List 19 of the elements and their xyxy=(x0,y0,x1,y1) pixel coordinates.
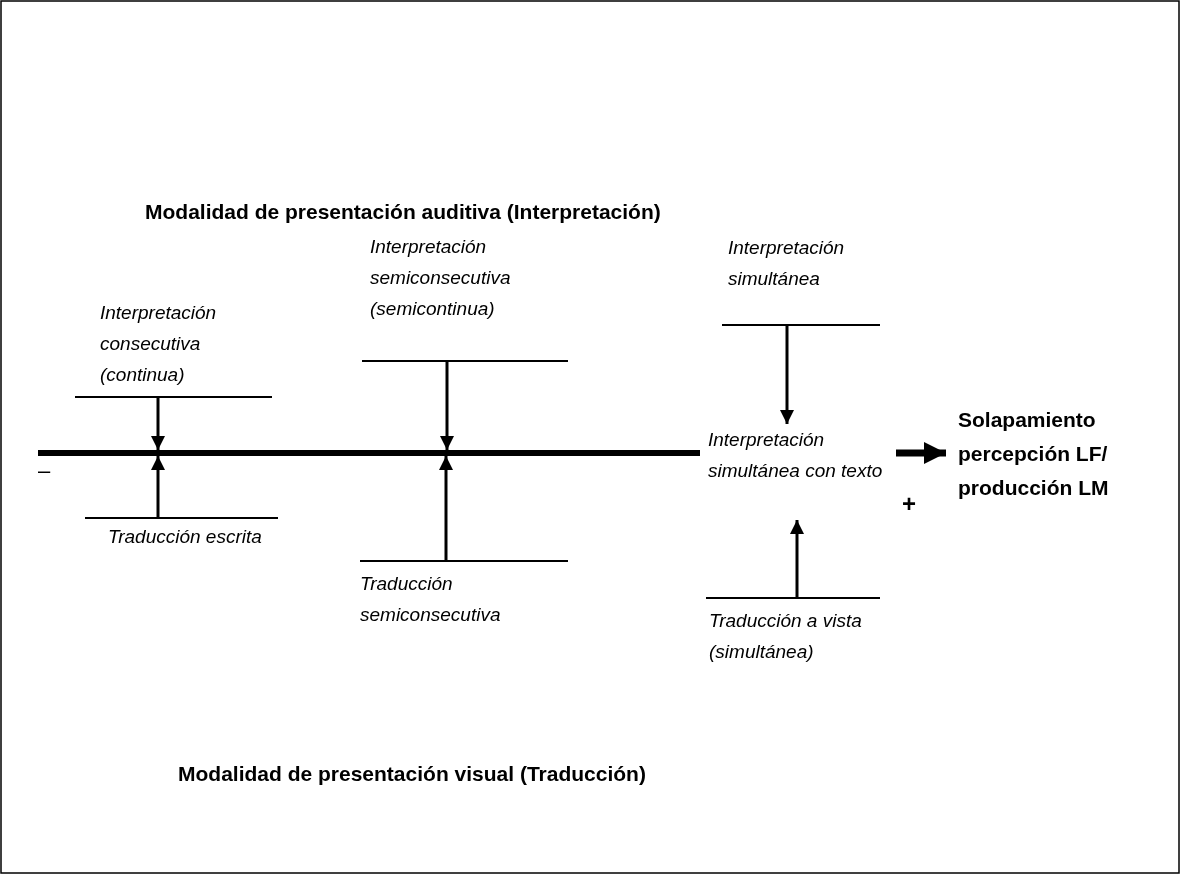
arrow xyxy=(151,456,165,517)
plus-sign: + xyxy=(902,490,916,518)
modality-label: Traducción a vista (simultánea) xyxy=(709,609,863,664)
modality-label: Traducción escrita xyxy=(108,525,263,549)
arrow xyxy=(790,520,804,597)
arrow xyxy=(439,456,453,560)
modality-label: Interpretación consecutiva (continua) xyxy=(100,301,218,387)
arrow xyxy=(151,398,165,450)
modality-label: Interpretación simultánea xyxy=(728,236,846,291)
minus-sign: – xyxy=(38,458,51,484)
axis-bar xyxy=(38,450,700,456)
arrow xyxy=(440,362,454,450)
modality-label: Interpretación semiconsecutiva (semicontinua) xyxy=(370,235,512,321)
modality-label: Traducción semiconsecutiva xyxy=(360,572,502,627)
arrow xyxy=(780,326,794,424)
heading: Modalidad de presentación visual (Traducción) xyxy=(178,762,646,786)
mode-label: Interpretación simultánea con texto xyxy=(708,428,884,483)
heading: Modalidad de presentación auditiva (Interpretación) xyxy=(145,200,661,224)
outcome-label: Solapamiento percepción LF/ producción LM xyxy=(958,407,1110,501)
